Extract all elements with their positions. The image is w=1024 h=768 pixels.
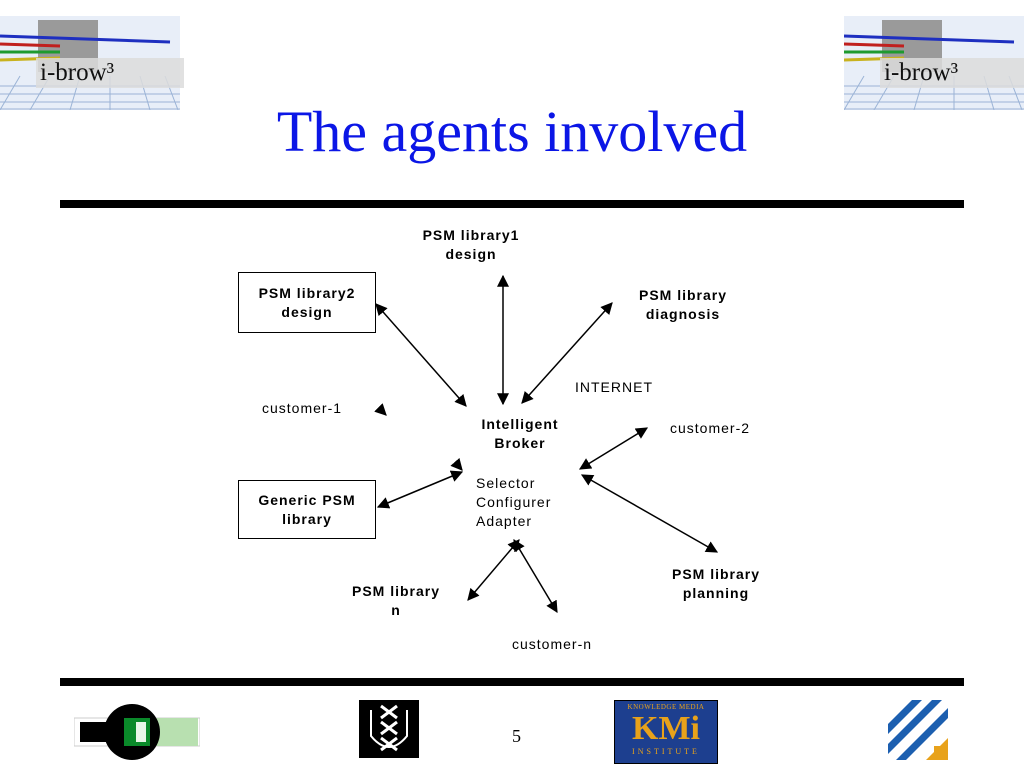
kmi-logo: KNOWLEDGE MEDIA KMi INSTITUTE <box>614 700 718 764</box>
arrow-psm-diagnosis <box>521 302 613 404</box>
arrow-customer-1 <box>374 403 387 416</box>
node-psm-planning: PSM library planning <box>646 565 786 603</box>
node-line: PSM library <box>671 566 761 582</box>
role-line: Configurer <box>476 494 552 510</box>
role-line: Selector <box>476 475 536 491</box>
node-line: planning <box>682 585 750 601</box>
node-intelligent-broker: Intelligent Broker <box>470 415 570 453</box>
node-line: design <box>445 246 497 262</box>
arrow-customer-n <box>513 538 558 614</box>
customer-1-label: customer-1 <box>262 400 343 416</box>
node-psm-library-n: PSM library n <box>326 582 466 620</box>
role-line: Adapter <box>476 513 533 529</box>
node-line: Generic PSM <box>258 491 356 508</box>
kmi-logo-top: KNOWLEDGE MEDIA <box>627 703 705 711</box>
bottom-divider <box>60 678 964 686</box>
arrow-customer-2 <box>578 427 649 470</box>
slide-title: The agents involved <box>276 99 748 164</box>
arrow-psm-planning <box>580 474 719 553</box>
kmi-logo-main: KMi <box>632 710 700 747</box>
customer-n-label: customer-n <box>512 636 593 652</box>
node-line: Broker <box>494 435 546 451</box>
node-line: PSM library <box>638 287 728 303</box>
node-line: PSM library2 <box>258 284 356 301</box>
node-line: design <box>281 303 333 320</box>
customer-2-label: customer-2 <box>670 420 751 436</box>
arrow-generic-psm <box>376 470 464 509</box>
arrow-psm-library-n <box>467 539 520 601</box>
arrow-psm-library2 <box>375 303 467 407</box>
ibrow-logo-left: i-brow³ <box>0 16 184 111</box>
internet-label: INTERNET <box>575 379 653 395</box>
arrow-broker-left <box>450 457 463 471</box>
node-psm-library1: PSM library1 design <box>402 226 540 264</box>
top-divider <box>60 200 964 208</box>
ibrow-logo-text: i-brow³ <box>880 58 1024 88</box>
node-line: PSM library1 <box>422 227 520 243</box>
node-line: PSM library <box>351 583 441 599</box>
node-line: Intelligent <box>481 416 559 432</box>
partner-logo-1 <box>74 704 200 760</box>
node-psm-diagnosis: PSM library diagnosis <box>614 286 752 324</box>
node-generic-psm-library: Generic PSM library <box>238 480 376 539</box>
node-line: diagnosis <box>645 306 721 322</box>
kmi-logo-bottom: INSTITUTE <box>632 747 700 756</box>
node-psm-library2: PSM library2 design <box>238 272 376 333</box>
broker-roles: Selector Configurer Adapter <box>476 474 551 531</box>
node-line: n <box>391 602 401 618</box>
node-line: library <box>282 510 332 527</box>
ibrow-logo-right: i-brow³ <box>843 16 1024 111</box>
uva-logo <box>359 700 419 758</box>
partner-logo-stripes <box>888 700 948 760</box>
page-number: 5 <box>512 726 521 746</box>
ibrow-logo-text: i-brow³ <box>36 58 184 88</box>
